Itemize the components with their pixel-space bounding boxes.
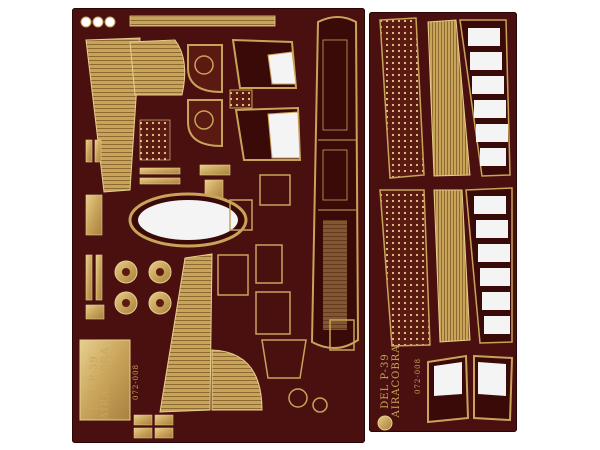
right-panel-lower-left xyxy=(379,189,431,347)
oval-window xyxy=(138,200,238,240)
small-grid-panel xyxy=(229,89,253,109)
clear-windows-upper xyxy=(468,28,508,166)
instrument-panels xyxy=(187,44,223,148)
canopy-glass-right-1 xyxy=(434,362,462,396)
clear-windows-lower xyxy=(474,196,510,334)
misc-frames-mid xyxy=(217,174,355,413)
left-brass-parts-bottom xyxy=(133,414,174,439)
panel-upper-mid xyxy=(129,39,186,96)
marker-b-circle xyxy=(377,415,393,431)
right-panel-lower-mid xyxy=(433,189,471,343)
right-panel-upper-left xyxy=(379,17,425,179)
left-label-plate xyxy=(79,339,131,421)
left-fret-code: 072-008 xyxy=(132,363,141,401)
wheel-discs xyxy=(114,260,172,315)
left-fret-label-line1: DEL P-39 xyxy=(89,355,100,411)
left-fret-label: DEL P-39 AIRACOBRA xyxy=(89,343,111,423)
small-parts-left xyxy=(85,119,231,320)
flap-lower-curve xyxy=(211,349,263,411)
fret-holes xyxy=(80,16,116,28)
left-fret-label-line2: AIRACOBRA xyxy=(100,346,111,420)
right-fret-label-line2: AIRACOBRA xyxy=(391,344,402,418)
canopy-glass-right-2 xyxy=(478,362,506,396)
right-fret-label: DEL P-39 AIRACOBRA xyxy=(380,336,402,426)
canopy-glass-1 xyxy=(267,51,297,85)
right-fret-label-line1: DEL P-39 xyxy=(380,353,391,409)
right-panel-upper-mid xyxy=(427,19,471,177)
canopy-glass-2 xyxy=(267,111,301,159)
right-fret-code: 072-008 xyxy=(414,357,423,395)
top-strip xyxy=(129,15,276,27)
flap-lower xyxy=(159,253,213,413)
